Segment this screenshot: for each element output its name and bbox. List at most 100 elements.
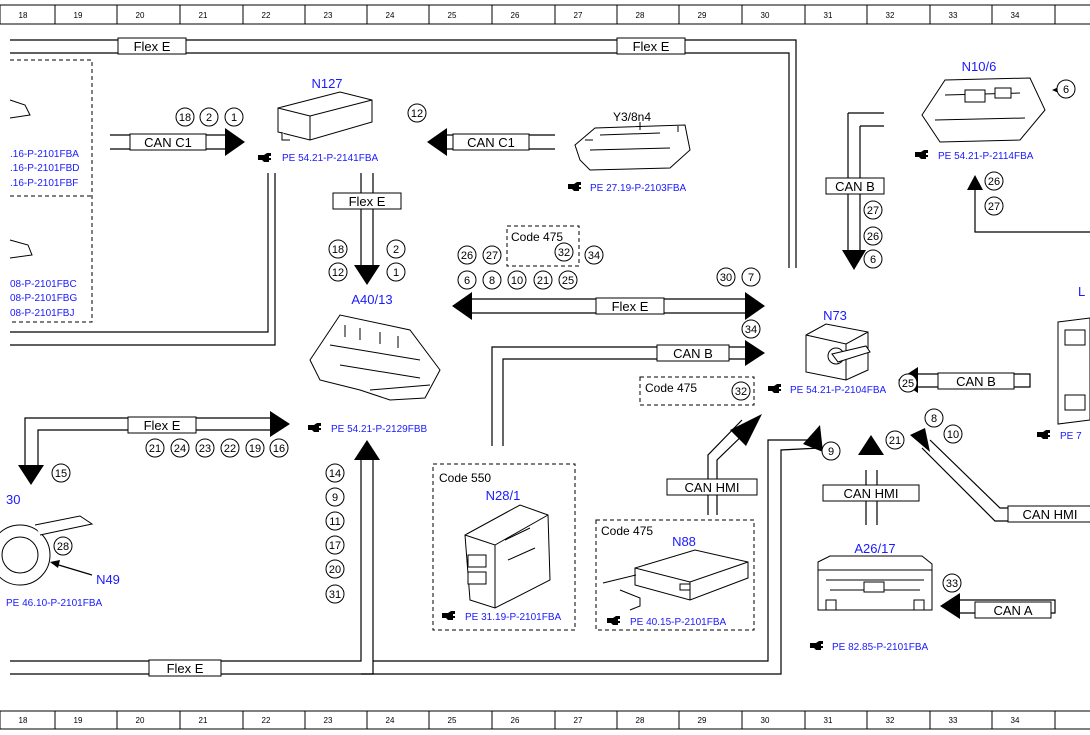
left-ref-5[interactable]: 08-P-2101FBG xyxy=(10,293,77,304)
ref-pe-2104[interactable]: PE 54.21-P-2104FBA xyxy=(790,385,886,396)
n127-module xyxy=(277,91,373,141)
circled-number-text: 14 xyxy=(329,468,341,480)
circled-number-text: 25 xyxy=(562,275,574,287)
n10-6-label: N10/6 xyxy=(962,59,997,74)
circled-number-text: 34 xyxy=(745,324,757,336)
circled-number: 10 xyxy=(507,270,527,290)
circled-number: 11 xyxy=(325,511,345,531)
circled-number: 26 xyxy=(863,226,883,246)
ref-pe-2129[interactable]: PE 54.21-P-2129FBB xyxy=(331,424,427,435)
n28-1-label: N28/1 xyxy=(486,488,521,503)
ref-pe-7-partial[interactable]: PE 7 xyxy=(1060,431,1082,442)
circled-number-text: 21 xyxy=(889,435,901,447)
ruler-label: 32 xyxy=(886,716,895,725)
code-475-label-1: Code 475 xyxy=(511,230,563,244)
right-partial-label: L xyxy=(1078,284,1085,299)
circled-number: 12 xyxy=(407,103,427,123)
ruler-label: 21 xyxy=(199,716,208,725)
ruler-label: 33 xyxy=(949,716,958,725)
circled-number-text: 18 xyxy=(332,244,344,256)
ref-pe-2114[interactable]: PE 54.21-P-2114FBA xyxy=(938,151,1034,162)
circled-number-text: 7 xyxy=(748,272,754,284)
bus-label-can-a: CAN A xyxy=(974,601,1052,619)
ruler-label: 28 xyxy=(636,11,645,20)
circled-number-text: 12 xyxy=(411,108,423,120)
ruler-label: 21 xyxy=(199,11,208,20)
circled-number: 32 xyxy=(731,381,751,401)
circled-number-text: 10 xyxy=(511,275,523,287)
ruler-label: 22 xyxy=(262,716,271,725)
circled-number: 17 xyxy=(325,535,345,555)
left-ref-1[interactable]: .16-P-2101FBA xyxy=(10,149,79,160)
circled-number: 8 xyxy=(924,408,944,428)
ruler-label: 23 xyxy=(324,11,333,20)
circled-number-text: 2 xyxy=(206,112,212,124)
code-475-label-2: Code 475 xyxy=(645,381,697,395)
left-partial-label: 30 xyxy=(6,492,20,507)
ref-pe-3119[interactable]: PE 31.19-P-2101FBA xyxy=(465,612,561,623)
circled-number-text: 6 xyxy=(870,254,876,266)
bus-label-text: CAN C1 xyxy=(467,135,515,150)
circled-number: 27 xyxy=(482,245,502,265)
bus-label-text: CAN B xyxy=(956,374,996,389)
bus-label-flex-e: Flex E xyxy=(595,297,665,315)
bus-label-text: Flex E xyxy=(167,661,204,676)
circled-number: 30 xyxy=(716,267,736,287)
circled-number-text: 8 xyxy=(489,275,495,287)
ruler-label: 22 xyxy=(262,11,271,20)
circled-number-text: 16 xyxy=(273,443,285,455)
circled-number: 15 xyxy=(51,463,71,483)
n88-module xyxy=(602,549,749,611)
bus-label-can-hmi: CAN HMI xyxy=(822,484,920,502)
circled-number-text: 28 xyxy=(57,541,69,553)
ruler-label: 27 xyxy=(574,716,583,725)
bus-label-can-c1: CAN C1 xyxy=(452,133,530,151)
circled-number: 18 xyxy=(328,239,348,259)
circled-number: 25 xyxy=(898,373,918,393)
bus-label-flex-e: Flex E xyxy=(117,37,187,55)
bus-label-text: Flex E xyxy=(612,299,649,314)
ref-pe-2141[interactable]: PE 54.21-P-2141FBA xyxy=(282,153,378,164)
bus-label-flex-e: Flex E xyxy=(148,659,222,677)
left-connector-icons xyxy=(9,99,33,259)
circled-number-text: 24 xyxy=(174,443,186,455)
left-ref-4[interactable]: 08-P-2101FBC xyxy=(10,279,77,290)
n73-module xyxy=(805,323,871,381)
circled-number-text: 2 xyxy=(393,244,399,256)
circled-number: 34 xyxy=(584,245,604,265)
ruler-label: 29 xyxy=(698,716,707,725)
circled-number: 27 xyxy=(984,196,1004,216)
y3-8n4-module xyxy=(574,122,691,171)
ruler-label: 18 xyxy=(19,716,28,725)
circled-number-text: 12 xyxy=(332,267,344,279)
ref-pe-4015[interactable]: PE 40.15-P-2101FBA xyxy=(630,617,726,628)
ruler-label: 24 xyxy=(386,11,395,20)
circled-number: 19 xyxy=(245,438,265,458)
circled-number-text: 15 xyxy=(55,468,67,480)
code-550-label: Code 550 xyxy=(439,471,491,485)
circled-number: 2 xyxy=(386,239,406,259)
circled-number-text: 32 xyxy=(558,247,570,259)
circled-number: 31 xyxy=(325,584,345,604)
ruler-label: 19 xyxy=(74,11,83,20)
ref-pe-2103[interactable]: PE 27.19-P-2103FBA xyxy=(590,183,686,194)
bus-label-text: CAN HMI xyxy=(1023,507,1078,522)
bus-label-can-hmi: CAN HMI xyxy=(1007,505,1090,523)
left-ref-6[interactable]: 08-P-2101FBJ xyxy=(10,308,74,319)
arrowheads xyxy=(18,82,1070,619)
n127-label: N127 xyxy=(311,76,342,91)
ruler-label: 20 xyxy=(136,716,145,725)
ruler-label: 34 xyxy=(1011,11,1020,20)
circled-number: 9 xyxy=(821,441,841,461)
ref-pe-4610[interactable]: PE 46.10-P-2101FBA xyxy=(6,598,102,609)
ref-pe-8285[interactable]: PE 82.85-P-2101FBA xyxy=(832,642,928,653)
left-ref-3[interactable]: .16-P-2101FBF xyxy=(10,178,78,189)
circled-number-text: 10 xyxy=(947,429,959,441)
bus-label-can-b: CAN B xyxy=(656,344,730,362)
circled-number-text: 8 xyxy=(931,413,937,425)
bus-label-text: CAN B xyxy=(673,346,713,361)
circled-number-text: 1 xyxy=(231,112,237,124)
left-ref-2[interactable]: .16-P-2101FBD xyxy=(10,163,79,174)
y3-8n4-label: Y3/8n4 xyxy=(613,110,651,124)
